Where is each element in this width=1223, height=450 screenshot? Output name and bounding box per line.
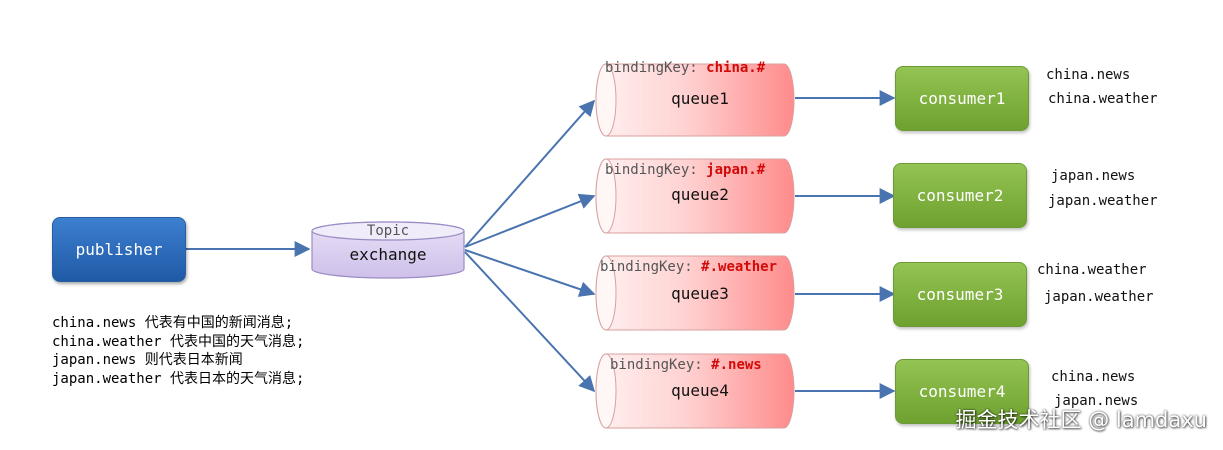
- consumer-1-node: consumer1: [895, 66, 1029, 131]
- queue-3: queue3: [595, 255, 795, 331]
- binding-key-value: china.#: [706, 60, 766, 76]
- binding-key-prefix: bindingKey:: [605, 60, 707, 76]
- description-line: china.weather 代表中国的天气消息;: [52, 333, 305, 350]
- consumer-2-routing-key: japan.news: [1051, 168, 1136, 184]
- publisher-label: publisher: [75, 240, 163, 259]
- binding-key-value: japan.#: [706, 162, 766, 178]
- consumer-1-routing-key: china.news: [1046, 67, 1131, 83]
- routing-key-description: china.news 代表有中国的新闻消息; china.weather 代表中…: [52, 314, 304, 388]
- queue-4: queue4: [595, 353, 795, 429]
- consumer-3-routing-key: china.weather: [1037, 262, 1147, 278]
- exchange-node: Topic exchange: [311, 221, 465, 279]
- consumer-2-label: consumer2: [916, 186, 1004, 205]
- arrow-exchange-to-queue2: [464, 193, 596, 248]
- queue-4-label: queue4: [671, 381, 729, 400]
- description-line: china.news 代表有中国的新闻消息;: [52, 315, 294, 331]
- consumer-1-routing-key: china.weather: [1048, 91, 1158, 107]
- arrow-exchange-to-queue3: [464, 249, 596, 297]
- consumer-3-label: consumer3: [916, 285, 1004, 304]
- description-line: japan.weather 代表日本的天气消息;: [52, 370, 305, 387]
- consumer-4-routing-key: japan.news: [1054, 393, 1139, 409]
- queue-1-binding-key: bindingKey: china.#: [605, 60, 765, 76]
- binding-key-value: #.news: [711, 357, 762, 373]
- consumer-3-node: consumer3: [893, 262, 1027, 327]
- consumer-4-routing-key: china.news: [1051, 369, 1136, 385]
- queue-3-label: queue3: [671, 284, 729, 303]
- exchange-label: exchange: [349, 245, 426, 264]
- queue-3-binding-key: bindingKey: #.weather: [600, 259, 777, 275]
- queue-1-label: queue1: [671, 89, 729, 108]
- arrows: [186, 90, 896, 399]
- consumer-4-label: consumer4: [918, 382, 1006, 401]
- watermark: 掘金技术社区 @ lamdaxu: [955, 408, 1207, 432]
- arrow-exchange-to-queue4: [464, 251, 596, 393]
- queue-2-label: queue2: [671, 185, 729, 204]
- binding-key-prefix: bindingKey:: [605, 162, 707, 178]
- binding-key-prefix: bindingKey:: [600, 259, 702, 275]
- queue-2-binding-key: bindingKey: japan.#: [605, 162, 765, 178]
- queue-1: queue1: [595, 63, 795, 137]
- publisher-node: publisher: [52, 217, 186, 282]
- queue-4-binding-key: bindingKey: #.news: [610, 357, 762, 373]
- binding-key-prefix: bindingKey:: [610, 357, 712, 373]
- consumer-3-routing-key: japan.weather: [1044, 289, 1154, 305]
- consumer-2-node: consumer2: [893, 163, 1027, 228]
- consumer-1-label: consumer1: [918, 89, 1006, 108]
- queue-2: queue2: [595, 158, 795, 234]
- consumer-4-node: consumer4: [895, 359, 1029, 424]
- arrow-exchange-to-queue1: [464, 99, 596, 248]
- binding-key-value: #.weather: [701, 259, 778, 275]
- description-line: japan.news 则代表日本新闻: [52, 352, 243, 368]
- consumer-2-routing-key: japan.weather: [1048, 193, 1158, 209]
- exchange-type-label: Topic: [367, 223, 409, 239]
